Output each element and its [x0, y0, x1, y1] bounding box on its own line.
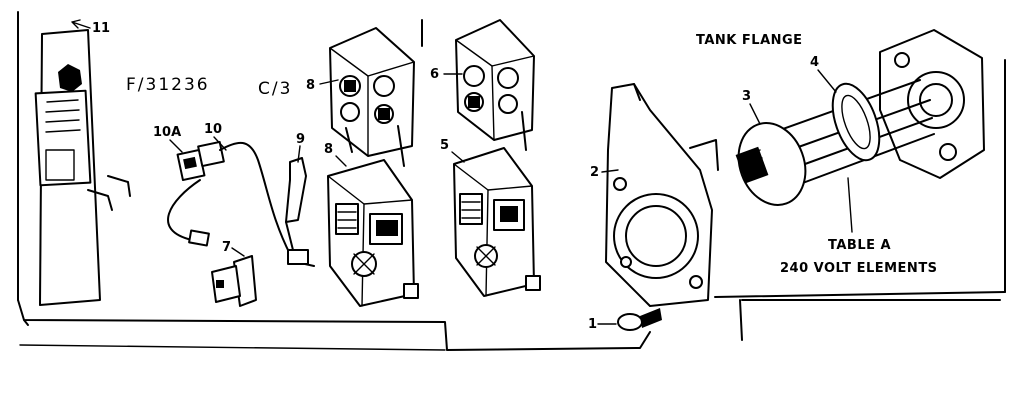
callout-4: 4 [810, 55, 819, 70]
part-8-upper-thermostat [329, 27, 415, 167]
tank-flange-assembly [779, 29, 985, 185]
callout-2-leader [601, 169, 619, 173]
part-10-wire-harness [167, 140, 293, 259]
part-8-lower-thermostat [327, 159, 419, 307]
callout-7: 7 [222, 240, 231, 255]
part-3-heating-element [735, 122, 807, 206]
panel-border [17, 11, 1006, 351]
table-a-label: TABLE A [828, 238, 891, 253]
callout-11-arrow [71, 19, 91, 29]
part-2-gasket [605, 83, 719, 307]
model-code-left: F/31236 [126, 75, 210, 95]
callout-8-top: 8 [306, 78, 315, 93]
callout-8-bottom-leader [335, 155, 347, 167]
callout-9: 9 [296, 132, 305, 147]
tank-flange-label: TANK FLANGE [696, 33, 803, 48]
callout-8-bottom: 8 [324, 142, 333, 157]
callout-5-leader [451, 151, 465, 163]
callout-3: 3 [742, 89, 751, 104]
callout-10: 10 [204, 122, 222, 137]
callout-3-leader [749, 103, 761, 125]
callout-2: 2 [590, 165, 599, 180]
part-1-screw [617, 308, 662, 331]
callout-8-top-arrow [319, 79, 339, 85]
callout-1: 1 [588, 317, 597, 332]
callout-11: 11 [92, 21, 110, 36]
callout-10-leader [213, 136, 227, 151]
part-6-upper-thermostat [455, 19, 535, 151]
part-7-bracket [211, 255, 257, 307]
callout-10a: 10A [153, 125, 181, 140]
callout-10a-leader [169, 139, 183, 153]
callout-4-leader [817, 69, 837, 93]
part-9-strap [285, 157, 315, 267]
part-5-lower-thermostat [453, 147, 541, 297]
part-4-gasket-ring [831, 82, 881, 162]
callout-7-leader [231, 247, 245, 257]
callout-9-leader [297, 145, 301, 163]
part-11-cover-plate [34, 29, 131, 306]
table-a-leader [847, 177, 853, 233]
model-code-right: C/3 [258, 79, 292, 99]
callout-6: 6 [430, 67, 439, 82]
elements-label: 240 VOLT ELEMENTS [780, 261, 938, 276]
callout-5: 5 [440, 138, 449, 153]
